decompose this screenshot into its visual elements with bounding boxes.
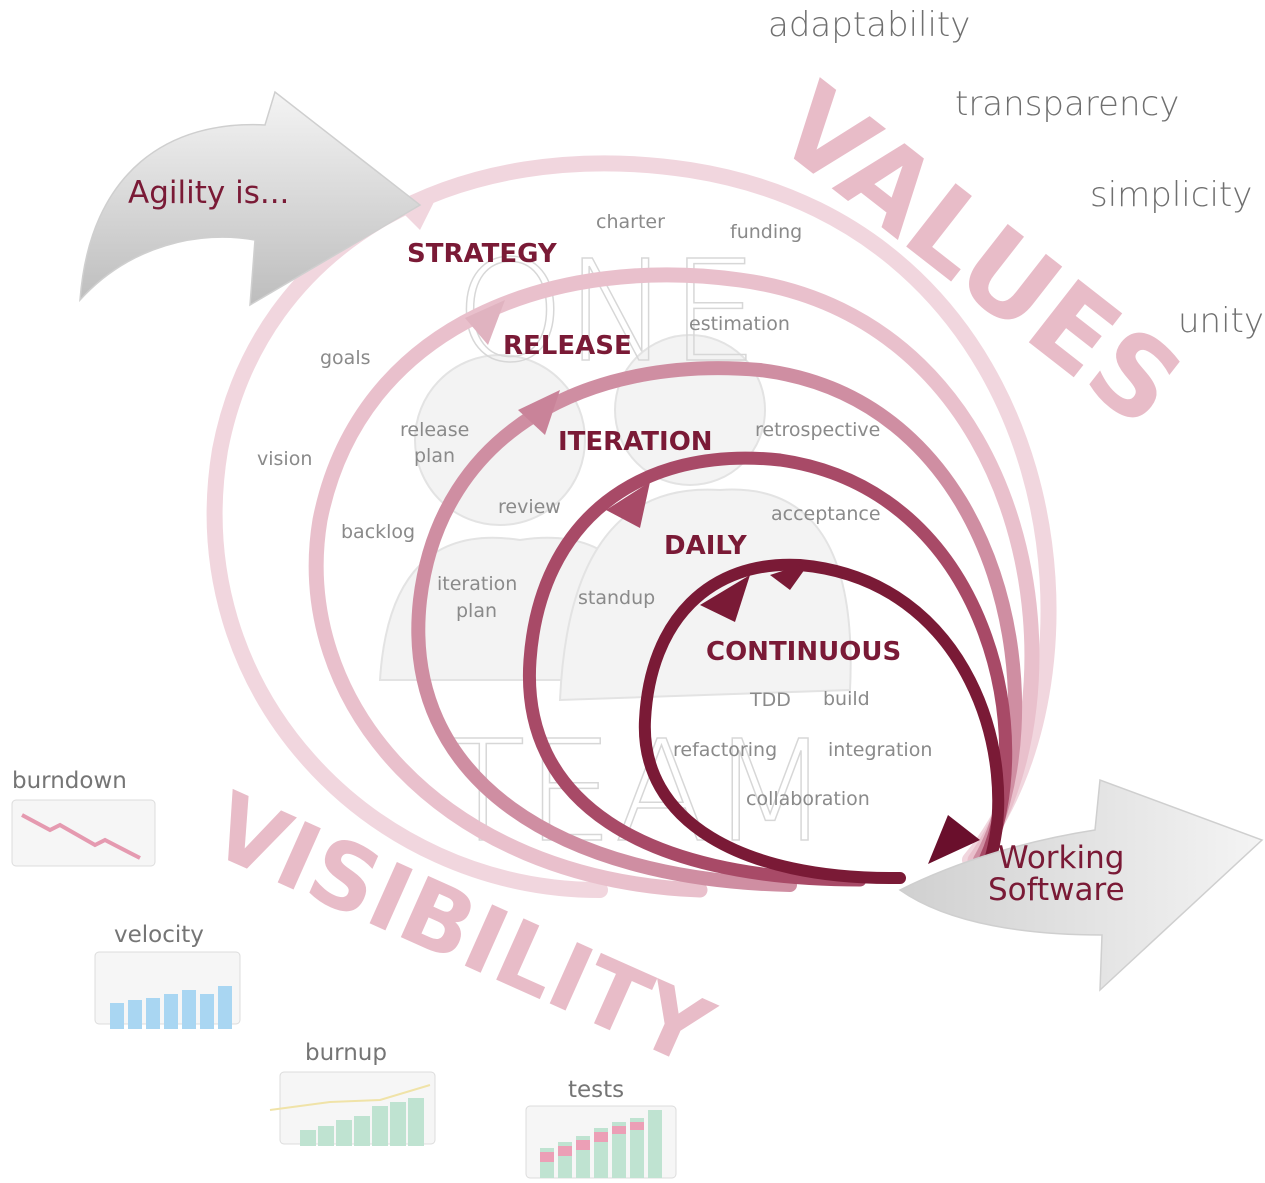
practice-build: build: [823, 688, 870, 710]
practice-release-plan-1: release: [400, 419, 469, 441]
agility-intro-arrow: Agility is...: [79, 90, 422, 307]
practice-collaboration: collaboration: [746, 788, 870, 810]
daily-arc: [522, 451, 1013, 887]
metric-burndown: burndown: [11, 768, 156, 867]
tests-label: tests: [568, 1077, 624, 1103]
value-adaptability: adaptability: [768, 5, 970, 45]
practice-estimation: estimation: [689, 313, 790, 335]
output-arrowhead: [928, 815, 980, 864]
iteration-arc: [411, 361, 1023, 892]
practice-tdd: TDD: [749, 689, 791, 711]
working-label: Working: [998, 840, 1124, 876]
burnup-bars: [300, 1098, 424, 1146]
level-iteration: ITERATION: [558, 427, 713, 457]
software-label: Software: [988, 872, 1125, 908]
practice-funding: funding: [730, 221, 802, 243]
continuous-top-arrowhead: [770, 562, 810, 590]
practice-release-plan-2: plan: [414, 445, 455, 467]
practice-backlog: backlog: [341, 521, 415, 543]
metric-tests: tests: [525, 1077, 677, 1179]
continuous-arc: [638, 558, 1005, 885]
release-arc: [308, 267, 1040, 898]
practice-integration: integration: [828, 739, 932, 761]
burndown-line: [21, 813, 141, 860]
continuous-arrowhead: [700, 575, 750, 622]
release-arrowhead: [465, 300, 505, 345]
level-daily: DAILY: [664, 531, 748, 561]
value-unity: unity: [1178, 301, 1264, 341]
strategy-arrowhead: [400, 190, 440, 230]
value-simplicity: simplicity: [1090, 175, 1252, 215]
spiral-arrowheads: [400, 190, 980, 864]
value-transparency: transparency: [955, 84, 1179, 124]
level-release: RELEASE: [503, 331, 632, 361]
metric-burnup: burnup: [269, 1040, 436, 1146]
practice-iteration-plan-2: plan: [456, 600, 497, 622]
daily-arrowhead: [606, 482, 650, 528]
velocity-label: velocity: [114, 922, 204, 948]
practice-iteration-plan-1: iteration: [437, 573, 517, 595]
practice-review: review: [498, 496, 561, 518]
metric-velocity: velocity: [94, 922, 241, 1029]
burnup-label: burnup: [305, 1040, 387, 1066]
level-continuous: CONTINUOUS: [706, 637, 901, 667]
burndown-label: burndown: [12, 768, 127, 794]
iteration-arrowhead: [518, 390, 560, 435]
practice-retrospective: retrospective: [755, 419, 880, 441]
practice-acceptance: acceptance: [771, 503, 881, 525]
practice-vision: vision: [257, 448, 312, 470]
working-software-arrow: Working Software: [898, 778, 1264, 992]
agility-label: Agility is...: [128, 175, 289, 211]
velocity-bars: [110, 986, 232, 1029]
level-strategy: STRATEGY: [407, 239, 558, 269]
practice-charter: charter: [596, 211, 665, 233]
burnup-scope-line: [269, 1084, 431, 1111]
practice-goals: goals: [320, 347, 371, 369]
practice-refactoring: refactoring: [673, 739, 777, 761]
tests-bars: [540, 1110, 662, 1178]
practice-standup: standup: [578, 587, 655, 609]
